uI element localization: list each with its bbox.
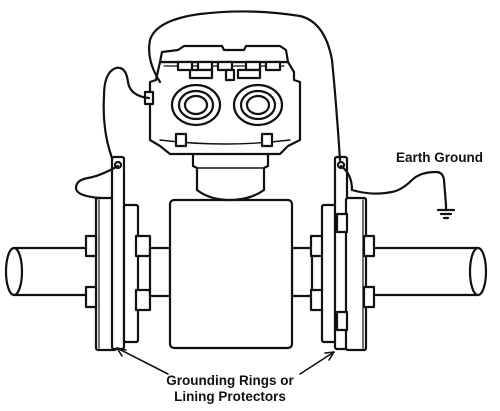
housing-cover-band xyxy=(159,132,291,148)
grounding-rings-label-line1: Grounding Rings or xyxy=(166,373,294,388)
right-meter-flange xyxy=(309,203,338,344)
right-meter-neck xyxy=(290,246,314,298)
earth-ground-wire xyxy=(350,170,448,207)
grounding-rings-label-line2: Lining Protectors xyxy=(174,389,286,404)
ground-wire-right-ring-to-right-flange xyxy=(339,164,354,192)
ground-wire-housing-to-left-ring xyxy=(102,66,151,160)
left-meter-flange xyxy=(122,203,152,344)
conduit-entry-left xyxy=(170,83,222,127)
ground-wire-top-loop xyxy=(148,10,342,162)
left-pipe xyxy=(4,246,102,297)
right-pipe xyxy=(353,246,488,297)
flowtube-body xyxy=(168,198,294,350)
left-meter-neck xyxy=(148,246,172,298)
earth-ground-label: Earth Ground xyxy=(396,150,483,165)
conduit-entry-right xyxy=(232,83,284,127)
leader-line-right-ring xyxy=(299,351,335,375)
earth-ground-symbol-icon xyxy=(436,203,456,220)
right-pipe-flange xyxy=(335,196,376,352)
ground-wire-left-ring-to-left-flange xyxy=(74,164,120,200)
left-grounding-ring xyxy=(110,155,126,351)
leader-line-left-ring xyxy=(116,347,169,375)
transmitter-stem xyxy=(191,150,270,202)
